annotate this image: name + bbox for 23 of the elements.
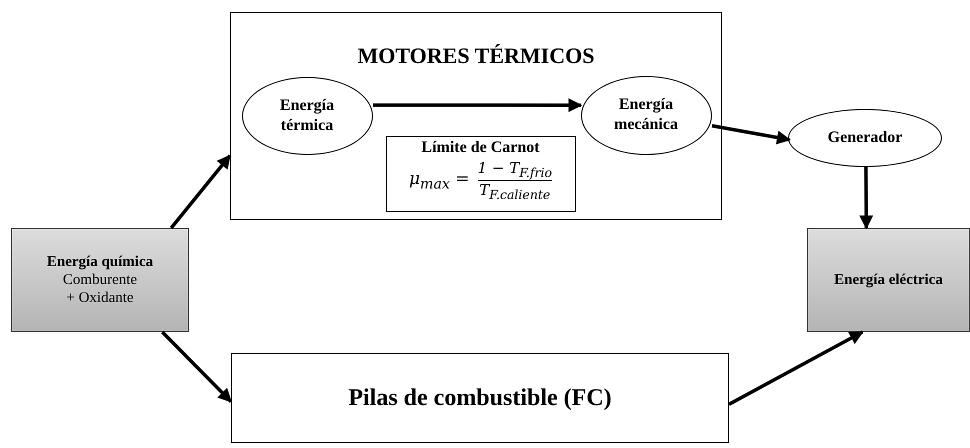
arrow xyxy=(170,154,232,230)
formula-lhs: μ$_{max}$ = xyxy=(408,168,470,192)
arrow xyxy=(728,330,864,406)
formula-box xyxy=(386,136,576,212)
ellipse-label: Energía térmica xyxy=(280,96,334,136)
box-heading: Energía química xyxy=(46,254,154,270)
ellipse-label: Generador xyxy=(828,128,902,148)
arrow xyxy=(712,124,791,144)
energy-box xyxy=(807,228,970,332)
arrow xyxy=(161,330,232,403)
formula-denominator: T$_{F.caliente}$ xyxy=(479,181,550,202)
box-text: Comburente + Oxidante xyxy=(62,270,138,306)
box-title: MOTORES TÉRMICOS xyxy=(358,43,594,69)
box-title: Pilas de combustible (FC) xyxy=(348,384,612,412)
group-box xyxy=(230,12,722,220)
formula-title: Límite de Carnot xyxy=(421,138,540,156)
arrow xyxy=(373,98,582,112)
energy-box xyxy=(11,228,189,332)
process-box xyxy=(231,353,729,443)
arrow xyxy=(859,166,874,230)
formula-numerator: 1 − T$_{F.frio}$ xyxy=(478,158,552,180)
ellipse-label: Energía mecánica xyxy=(614,95,678,135)
box-heading: Energía eléctrica xyxy=(834,272,943,288)
